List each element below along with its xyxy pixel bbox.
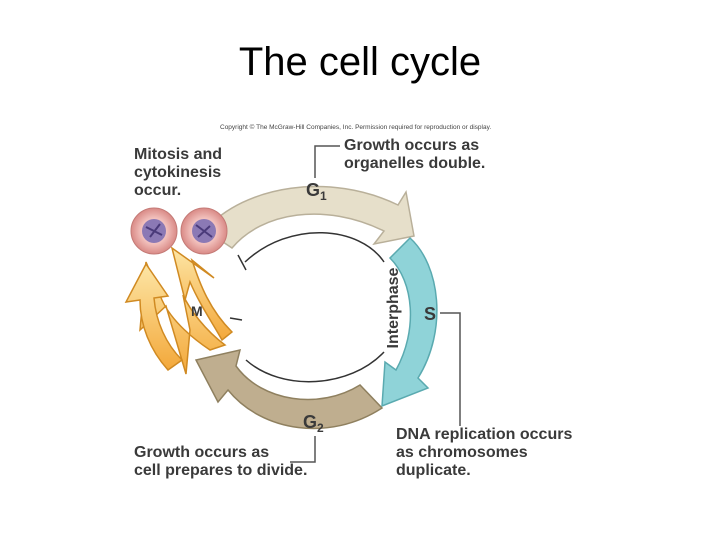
- mitosis-description-line: cytokinesis: [134, 164, 222, 181]
- interphase-tick-top: [237, 254, 247, 271]
- s-description: DNA replication occurs as chromosomes du…: [396, 426, 572, 480]
- g1-description-line: organelles double.: [344, 155, 486, 172]
- s-phase-arrow: [381, 236, 438, 408]
- g2-description-line: cell prepares to divide.: [134, 462, 308, 479]
- mitosis-description: Mitosis and cytokinesis occur.: [134, 146, 222, 200]
- inner-ring: [244, 232, 385, 383]
- interphase-tick-bottom: [229, 317, 243, 321]
- copyright-notice: Copyright © The McGraw-Hill Companies, I…: [220, 124, 492, 131]
- s-description-line: duplicate.: [396, 462, 471, 479]
- mitosis-description-line: occur.: [134, 182, 182, 199]
- s-label: S: [424, 304, 436, 324]
- g1-description: Growth occurs as organelles double.: [344, 137, 485, 173]
- g1-description-line: Growth occurs as: [344, 137, 480, 154]
- slide-title: The cell cycle: [238, 40, 482, 84]
- daughter-cell-right: [180, 207, 228, 255]
- g2-description: Growth occurs as cell prepares to divide…: [134, 444, 307, 480]
- m-label: M: [191, 303, 203, 319]
- s-leader-line: [440, 312, 461, 426]
- m-phase-arrow-left: [124, 262, 184, 371]
- m-phase-arrow-split: [170, 246, 234, 342]
- g2-description-line: Growth occurs as: [134, 444, 270, 461]
- g1-label: G1: [306, 180, 327, 203]
- s-description-line: as chromosomes: [396, 444, 528, 461]
- g2-label: G2: [303, 412, 324, 435]
- daughter-cell-left: [130, 207, 178, 255]
- g2-leader-line: [290, 436, 316, 463]
- g1-leader-line: [314, 145, 340, 178]
- mitosis-description-line: Mitosis and: [134, 146, 223, 163]
- g2-phase-arrow: [194, 348, 384, 430]
- g1-phase-arrow: [203, 185, 415, 249]
- interphase-label: Interphase: [385, 267, 402, 348]
- s-description-line: DNA replication occurs: [396, 426, 573, 443]
